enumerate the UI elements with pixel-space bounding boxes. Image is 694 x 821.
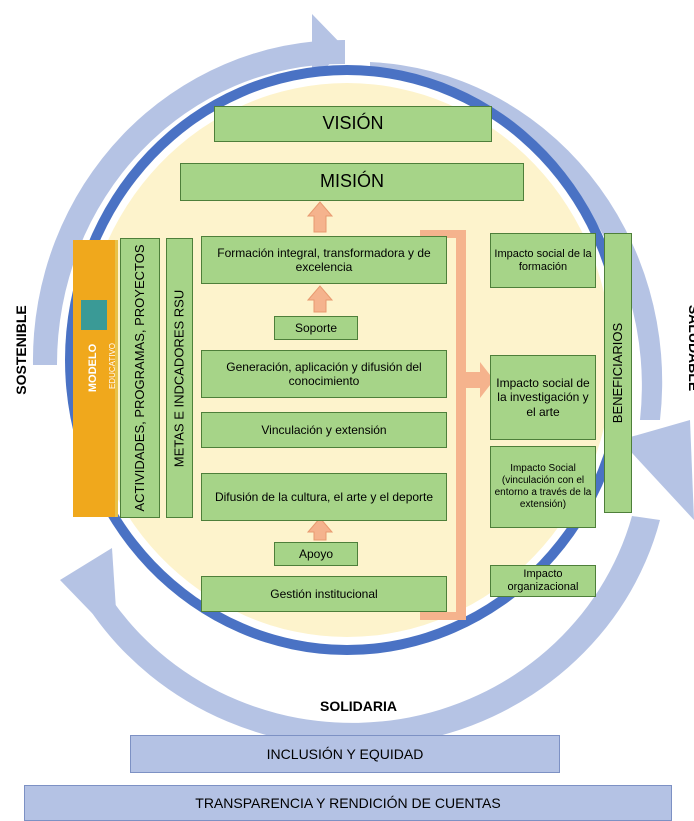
arrow-up-mision [306,201,334,233]
logo-sub-text: EDUCATIVO [107,342,117,390]
arrow-up-soporte [306,285,334,313]
box-difusion: Difusión de la cultura, el arte y el dep… [201,473,447,521]
beneficiarios-column: BENEFICIARIOS [604,233,632,513]
label-saludable: SALUDABLE [685,304,694,392]
box-generacion: Generación, aplicación y difusión del co… [201,350,447,398]
band-inclusion: INCLUSIÓN Y EQUIDAD [130,735,560,773]
box-soporte: Soporte [274,316,358,340]
vision-box: VISIÓN [214,106,492,142]
logo-badge [81,300,107,330]
arrow-head-right [620,420,694,520]
impacto-investigacion: Impacto social de la investigación y el … [490,355,596,440]
box-formacion: Formación integral, transformadora y de … [201,236,447,284]
impacto-social: Impacto Social (vinculación con el entor… [490,446,596,528]
metas-column: METAS E INDCADORES RSU [166,238,193,518]
impacto-formacion: Impacto social de la formación [490,233,596,288]
activities-text: ACTIVIDADES, PROGRAMAS, PROYECTOS [131,244,147,512]
bracket-arrow-head [480,362,494,398]
mision-box: MISIÓN [180,163,524,201]
metas-text: METAS E INDCADORES RSU [171,289,187,467]
label-solidaria: SOLIDARIA [320,698,397,714]
band-transparencia: TRANSPARENCIA Y RENDICIÓN DE CUENTAS [24,785,672,821]
arrow-head-bottom [60,548,118,640]
arrow-up-apoyo [306,517,334,541]
beneficiarios-text: BENEFICIARIOS [609,322,625,424]
outer-arc-top-left [32,39,346,366]
outer-arc-bottom [90,516,660,748]
arrow-head-top [312,14,345,82]
modelo-educativo-logo: MODELO EDUCATIVO [73,240,118,517]
bracket-arrow [420,230,466,620]
bracket-arrow-stem [466,372,480,388]
box-gestion: Gestión institucional [201,576,447,612]
box-apoyo: Apoyo [274,542,358,566]
logo-main-text: MODELO [86,343,99,393]
box-vinculacion: Vinculación y extensión [201,412,447,448]
label-sostenible: SOSTENIBLE [13,305,30,395]
activities-column: ACTIVIDADES, PROGRAMAS, PROYECTOS [120,238,160,518]
impacto-organizacional: Impacto organizacional [490,565,596,597]
